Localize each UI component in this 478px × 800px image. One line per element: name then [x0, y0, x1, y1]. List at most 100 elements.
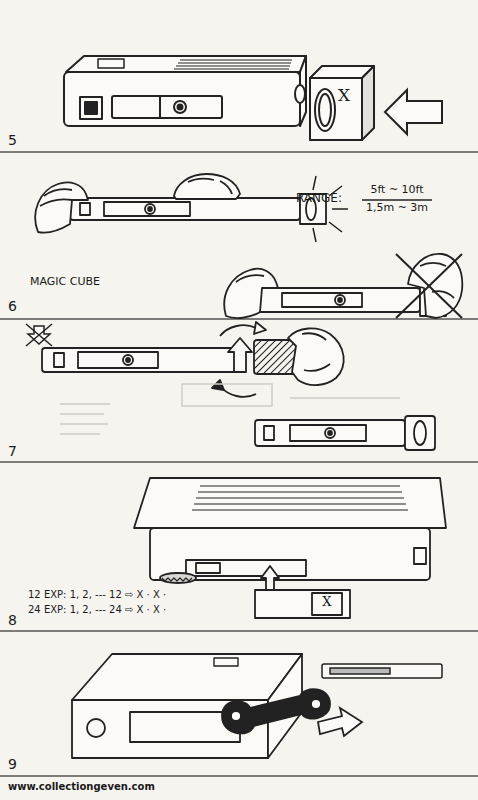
camera-counter-view — [134, 478, 446, 618]
range-fraction-line — [362, 199, 432, 201]
camera-counter-view — [192, 509, 408, 510]
camera-in-hands — [40, 199, 72, 206]
camera-with-new-cube — [264, 426, 274, 440]
faded-stamp — [182, 384, 272, 406]
camera-remove-cube — [220, 386, 256, 397]
faded-stamp — [60, 423, 108, 425]
camera-in-hands — [188, 179, 214, 182]
camera-body — [174, 60, 292, 69]
faded-stamp — [290, 397, 400, 399]
camera-remove-cube — [288, 328, 344, 385]
camera-counter-view — [198, 491, 402, 492]
camera-open-back — [87, 719, 105, 737]
camera-remove-cube — [54, 353, 64, 367]
film-strip — [322, 664, 442, 678]
camera-in-hands — [35, 182, 88, 232]
camera-body — [112, 96, 222, 118]
camera-wrong-grip — [338, 298, 342, 302]
range-metres: 1,5m ~ 3m — [360, 202, 434, 215]
camera-counter-view — [162, 578, 192, 581]
camera-remove-cube — [42, 348, 238, 372]
camera-body — [178, 62, 291, 63]
camera-remove-cube — [42, 322, 344, 397]
camera-in-hands — [44, 189, 72, 196]
panel-number: 5 — [8, 132, 17, 148]
camera-remove-cube — [302, 333, 326, 340]
camera-body — [64, 72, 300, 126]
camera-body — [66, 56, 306, 72]
camera-remove-cube — [212, 380, 224, 390]
flash-rays — [332, 208, 348, 210]
camera-in-hands — [220, 181, 232, 194]
camera-wrong-grip — [408, 254, 462, 318]
camera-in-hands — [145, 204, 155, 214]
film-cartridge — [222, 689, 330, 733]
camera-counter-view — [160, 573, 196, 583]
magic-cube — [315, 89, 335, 131]
panel-number: 6 — [8, 298, 17, 314]
panel-divider — [0, 461, 478, 463]
camera-counter-view — [186, 560, 306, 576]
camera-body — [295, 85, 305, 103]
camera-remove-cube — [254, 340, 298, 374]
camera-wrong-grip — [335, 295, 345, 305]
camera-with-new-cube — [328, 431, 332, 435]
camera-counter-view — [255, 590, 350, 618]
range-label: RANGE: — [296, 192, 342, 206]
camera-body — [178, 105, 183, 110]
flash-rays — [329, 222, 342, 232]
film-strip — [330, 668, 390, 674]
camera-body — [85, 102, 97, 114]
camera-remove-cube — [78, 352, 158, 368]
camera-counter-view — [414, 548, 426, 564]
panel-divider — [0, 152, 478, 776]
panel-divider — [0, 151, 478, 153]
camera-in-hands — [80, 203, 90, 215]
camera-body — [64, 56, 306, 126]
camera-body — [174, 101, 186, 113]
camera-counter-view — [261, 566, 279, 590]
magic-cube — [362, 66, 374, 140]
magic-cube — [310, 66, 374, 140]
no-press-symbol — [26, 324, 52, 346]
range-fraction-line — [362, 199, 432, 201]
pull-arrow — [318, 708, 362, 736]
camera-remove-cube — [254, 322, 266, 334]
faded-stamp — [60, 413, 104, 415]
range-feet: 5ft ~ 10ft — [360, 184, 434, 197]
camera-in-hands — [104, 202, 190, 216]
camera-wrong-grip — [240, 288, 420, 312]
exposure-note: 24 EXP: 1, 2, --- 24 ⇨ X · X · — [28, 604, 166, 616]
magic-cube — [310, 78, 362, 140]
camera-counter-view — [134, 478, 446, 528]
camera-remove-cube — [228, 338, 252, 372]
camera-body — [159, 96, 161, 118]
camera-with-new-cube — [414, 421, 426, 445]
prohibited-cross — [396, 254, 462, 318]
camera-remove-cube — [123, 355, 133, 365]
panel-number: 9 — [8, 756, 17, 772]
prohibited-cross — [396, 254, 462, 318]
camera-body — [80, 97, 102, 119]
camera-counter-view — [312, 593, 342, 615]
no-press-symbol — [26, 324, 52, 346]
camera-body — [176, 65, 290, 66]
camera-wrong-grip — [224, 269, 278, 318]
film-strip — [322, 664, 442, 678]
cube-mark: X — [338, 86, 350, 106]
cube-name: MAGIC CUBE — [30, 276, 100, 289]
camera-body — [174, 68, 289, 69]
magic-cube — [319, 94, 331, 126]
camera-open-back — [72, 654, 302, 700]
camera-with-new-cube — [325, 428, 335, 438]
camera-with-new-cube — [290, 425, 366, 441]
flash-rays — [313, 228, 316, 242]
no-press-symbol — [26, 324, 52, 346]
camera-counter-view — [200, 485, 400, 486]
camera-remove-cube — [304, 364, 330, 371]
exposure-note: 12 EXP: 1, 2, --- 12 ⇨ X · X · — [28, 589, 166, 601]
film-cartridge — [231, 711, 241, 721]
direction-arrow — [385, 90, 442, 134]
camera-open-back — [214, 658, 238, 666]
